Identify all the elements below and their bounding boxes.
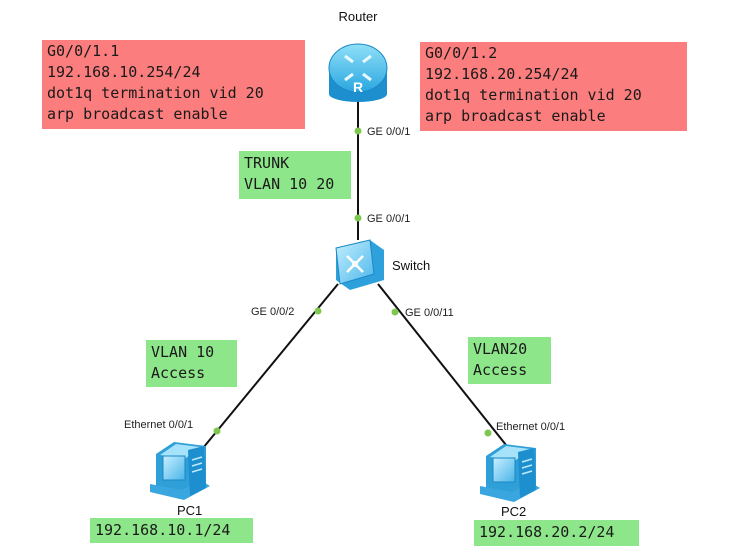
note-line: VLAN 10 20 xyxy=(244,175,335,193)
port-dot-pc2 xyxy=(484,429,492,437)
pc2-icon[interactable] xyxy=(480,444,540,502)
vlan20-access-note: VLAN20 Access xyxy=(468,337,551,384)
svg-text:R: R xyxy=(353,79,363,95)
pc2-label: PC2 xyxy=(501,504,526,519)
router-label: Router xyxy=(338,9,378,24)
note-line: Access xyxy=(151,364,206,382)
pc2-ip-note: 192.168.20.2/24 xyxy=(474,520,639,546)
note-line: G0/0/1.1 xyxy=(47,42,120,60)
trunk-note: TRUNK VLAN 10 20 xyxy=(239,151,351,199)
port-label-switch-ge001: GE 0/0/1 xyxy=(367,213,410,225)
note-line: 192.168.10.254/24 xyxy=(47,63,201,81)
port-dot-pc1 xyxy=(213,427,221,435)
port-dot-router xyxy=(354,127,362,135)
note-line: dot1q termination vid 20 xyxy=(425,86,642,104)
pc1-icon[interactable] xyxy=(150,442,210,500)
pc1-label: PC1 xyxy=(177,503,202,518)
port-label-router-ge001: GE 0/0/1 xyxy=(367,126,410,138)
port-label-pc2-eth: Ethernet 0/0/1 xyxy=(496,421,565,433)
switch-label: Switch xyxy=(392,258,430,273)
port-dot-switch-left xyxy=(314,307,322,315)
port-dot-switch-up xyxy=(354,214,362,222)
note-line: TRUNK xyxy=(244,154,290,172)
note-line: G0/0/1.2 xyxy=(425,44,498,62)
note-line: VLAN20 xyxy=(473,340,528,358)
port-label-pc1-eth: Ethernet 0/0/1 xyxy=(124,419,193,431)
port-dot-switch-right xyxy=(391,308,399,316)
subinterface-2-config-note: G0/0/1.2 192.168.20.254/24 dot1q termina… xyxy=(420,42,687,131)
router-icon[interactable]: R xyxy=(328,43,388,102)
subinterface-1-config-note: G0/0/1.1 192.168.10.254/24 dot1q termina… xyxy=(42,40,305,129)
pc1-ip-note: 192.168.10.1/24 xyxy=(90,518,253,543)
note-line: 192.168.20.254/24 xyxy=(425,65,579,83)
link-switch-pc2 xyxy=(377,283,511,451)
port-label-switch-ge0011: GE 0/0/11 xyxy=(405,307,454,319)
note-line: Access xyxy=(473,361,528,379)
note-line: arp broadcast enable xyxy=(47,105,228,123)
port-label-switch-ge002: GE 0/0/2 xyxy=(251,306,294,318)
switch-icon[interactable] xyxy=(335,239,384,290)
note-line: VLAN 10 xyxy=(151,343,215,361)
note-line: dot1q termination vid 20 xyxy=(47,84,264,102)
note-line: arp broadcast enable xyxy=(425,107,606,125)
vlan10-access-note: VLAN 10 Access xyxy=(146,340,237,387)
